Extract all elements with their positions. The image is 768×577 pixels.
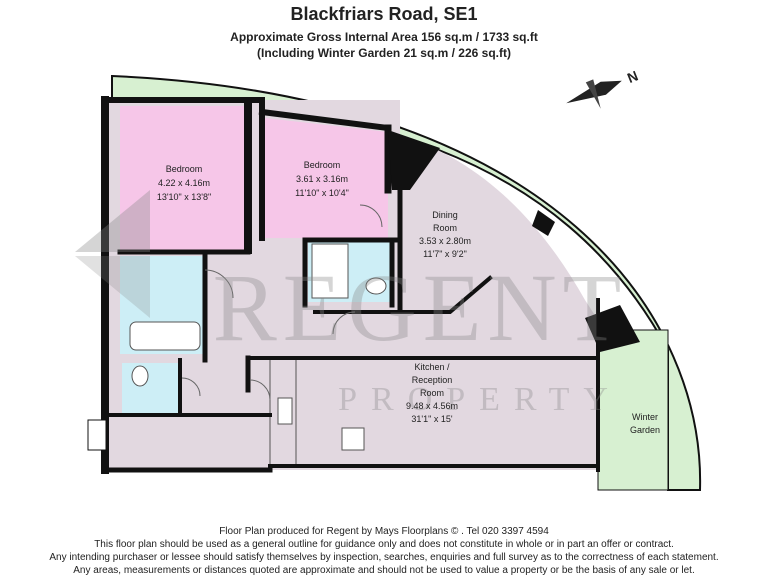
- watermark-property: PROPERTY: [338, 381, 622, 418]
- bedroom-1-imperial: 13'10" x 13'8": [157, 192, 211, 202]
- kitchen-name-3: Room: [420, 388, 444, 398]
- toilet-2: [365, 277, 387, 295]
- footer-disclaimer-2: Any intending purchaser or lessee should…: [49, 552, 719, 563]
- footer-disclaimer-3: Any areas, measurements or distances quo…: [73, 565, 695, 576]
- kitchen-name-1: Kitchen /: [414, 362, 450, 372]
- dining-imperial: 11'7" x 9'2": [423, 249, 467, 259]
- room-labels: Bedroom 4.22 x 4.16m 13'10" x 13'8" Bedr…: [157, 160, 660, 435]
- dining-name-1: Dining: [432, 210, 458, 220]
- entrance-door: [87, 419, 107, 451]
- bedroom-2-metric: 3.61 x 3.16m: [296, 174, 348, 184]
- kitchen-name-2: Reception: [412, 375, 453, 385]
- door-swings: [181, 204, 383, 401]
- kitchen-imperial: 31'1" x 15': [411, 414, 452, 424]
- shower-tray: [311, 243, 349, 299]
- wc: [122, 363, 180, 415]
- kitchen-sink: [277, 397, 293, 425]
- disclaimer-footer: Floor Plan produced for Regent by Mays F…: [0, 525, 768, 577]
- bedroom-2-imperial: 11'10" x 10'4": [295, 188, 349, 198]
- dining-name-2: Room: [433, 223, 457, 233]
- bedroom-1-name: Bedroom: [166, 164, 203, 174]
- column-dining: [388, 130, 440, 190]
- watermark-regent: REGENT: [213, 254, 628, 361]
- bath-tub: [129, 321, 201, 351]
- watermark-arrow-mark: [75, 190, 150, 252]
- bedroom-2-name: Bedroom: [304, 160, 341, 170]
- dining-metric: 3.53 x 2.80m: [419, 236, 471, 246]
- gross-area-line: Approximate Gross Internal Area 156 sq.m…: [230, 30, 538, 44]
- footer-credit: Floor Plan produced for Regent by Mays F…: [219, 526, 549, 537]
- winter-garden-area-line: (Including Winter Garden 21 sq.m / 226 s…: [257, 46, 511, 60]
- winter-garden-name-1: Winter: [632, 412, 658, 422]
- compass-north-label: N: [625, 67, 640, 86]
- page-title: Blackfriars Road, SE1: [290, 4, 478, 24]
- compass-icon: [566, 79, 622, 109]
- bedroom-1-metric: 4.22 x 4.16m: [158, 178, 210, 188]
- watermark-arrow-mark-lower: [75, 256, 150, 318]
- hob: [341, 427, 365, 451]
- footer-disclaimer-1: This floor plan should be used as a gene…: [94, 539, 674, 550]
- bedroom-1-floor: [120, 106, 248, 252]
- column-corner: [585, 305, 640, 352]
- kitchen-metric: 9.48 x 4.56m: [406, 401, 458, 411]
- winter-garden-name-2: Garden: [630, 425, 660, 435]
- bedroom-2-floor: [265, 118, 388, 238]
- column-window: [532, 210, 555, 236]
- toilet-1: [131, 365, 149, 387]
